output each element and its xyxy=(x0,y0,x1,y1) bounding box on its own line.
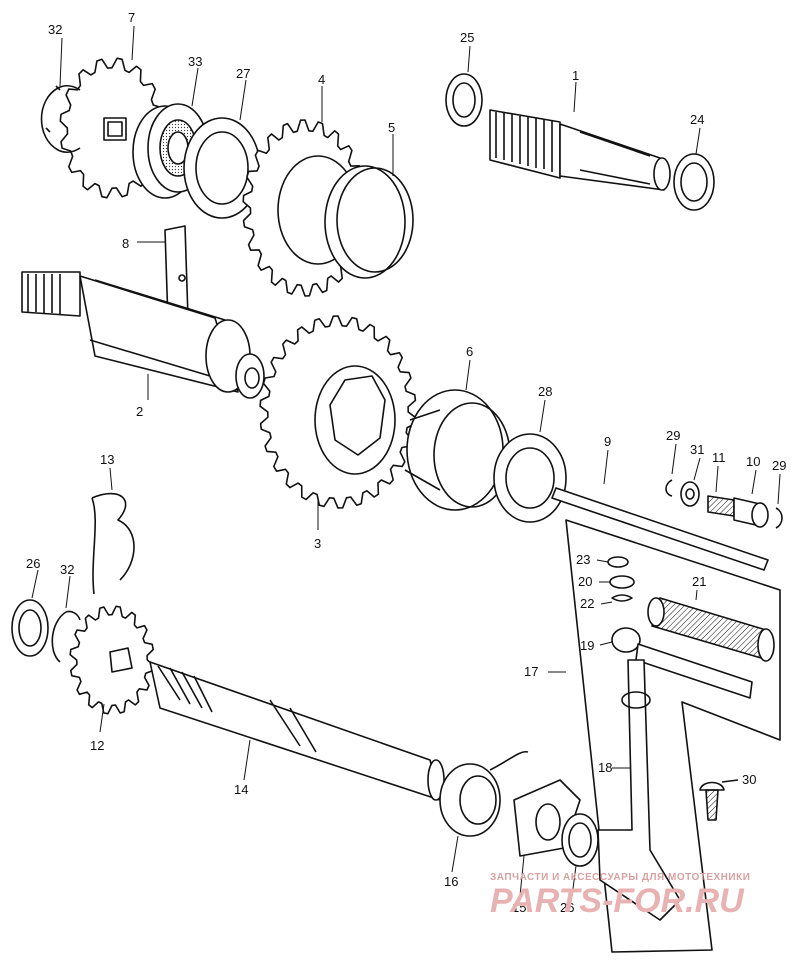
shift-drum-21 xyxy=(647,597,775,662)
callout-3: 3 xyxy=(314,536,321,551)
countershaft-1 xyxy=(489,109,671,191)
watermark: ЗАПЧАСТИ И АКСЕССУАРЫ ДЛЯ МОТОТЕХНИКИ PA… xyxy=(490,872,750,920)
callout-27: 27 xyxy=(236,66,250,81)
callout-6: 6 xyxy=(466,344,473,359)
callout-2: 2 xyxy=(136,404,143,419)
callout-30: 30 xyxy=(742,772,756,787)
watermark-tagline: ЗАПЧАСТИ И АКСЕССУАРЫ ДЛЯ МОТОТЕХНИКИ xyxy=(490,872,750,883)
spring-16 xyxy=(439,750,529,837)
callout-24: 24 xyxy=(690,112,704,127)
spring-stack xyxy=(607,556,753,699)
shift-rod-9 xyxy=(551,487,769,571)
callout-33: 33 xyxy=(188,54,202,69)
callout-14: 14 xyxy=(234,782,248,797)
callout-8: 8 xyxy=(122,236,129,251)
callout-25: 25 xyxy=(460,30,474,45)
callout-11: 11 xyxy=(712,450,726,465)
callout-10: 10 xyxy=(746,454,760,469)
washer-28 xyxy=(493,433,567,523)
callout-5: 5 xyxy=(388,120,395,135)
leader-lines xyxy=(31,25,781,897)
callout-18: 18 xyxy=(598,760,612,775)
callout-32-top: 32 xyxy=(48,22,62,37)
callout-15: 15 xyxy=(512,900,526,915)
bushing-5 xyxy=(324,165,414,279)
callout-21: 21 xyxy=(692,574,706,589)
callout-12: 12 xyxy=(90,738,104,753)
mainshaft-2 xyxy=(21,271,265,399)
callout-29-a: 29 xyxy=(666,428,680,443)
washer-25 xyxy=(445,73,483,127)
washer-24 xyxy=(673,153,715,211)
kick-shaft-14 xyxy=(149,661,445,801)
bushing-6 xyxy=(404,389,511,511)
lever-18 xyxy=(597,659,681,921)
callout-17: 17 xyxy=(524,664,538,679)
callout-7: 7 xyxy=(128,10,135,25)
callout-26-b: 26 xyxy=(560,900,574,915)
callout-29-b: 29 xyxy=(772,458,786,473)
callout-4: 4 xyxy=(318,72,325,87)
gear-12 xyxy=(69,605,155,715)
callout-22: 22 xyxy=(580,596,594,611)
callout-1: 1 xyxy=(572,68,579,83)
watermark-brand: PARTS-FOR.RU xyxy=(490,882,745,920)
gear-3 xyxy=(259,315,417,509)
callout-31: 31 xyxy=(690,442,704,457)
callout-23: 23 xyxy=(576,552,590,567)
clip-13 xyxy=(91,492,135,595)
circlip-32-lower xyxy=(51,610,81,663)
washer-26-lower xyxy=(561,813,599,867)
sprocket-7 xyxy=(59,57,165,199)
bolt-30 xyxy=(699,779,739,821)
callout-labels: 32 7 33 27 4 5 25 1 24 8 2 3 6 28 9 29 3… xyxy=(26,10,786,915)
callout-32-b: 32 xyxy=(60,562,74,577)
washer-26-left xyxy=(11,599,49,657)
assembly-outline-17 xyxy=(565,519,781,953)
small-parts-right xyxy=(665,479,783,529)
callout-28: 28 xyxy=(538,384,552,399)
callout-20: 20 xyxy=(578,574,592,589)
callout-16: 16 xyxy=(444,874,458,889)
callout-26-a: 26 xyxy=(26,556,40,571)
callout-9: 9 xyxy=(604,434,611,449)
callout-19: 19 xyxy=(580,638,594,653)
callout-13: 13 xyxy=(100,452,114,467)
